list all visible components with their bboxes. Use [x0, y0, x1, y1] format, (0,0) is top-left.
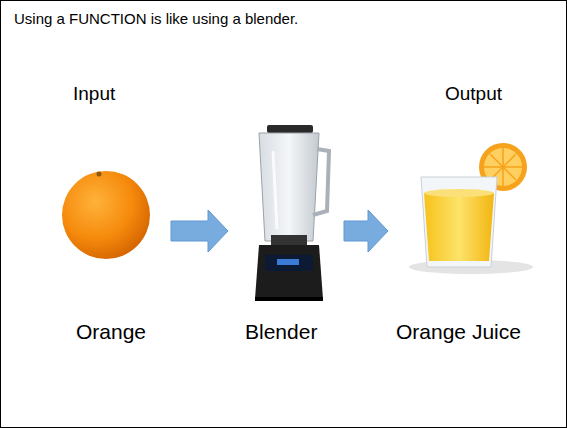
blender-lid: [267, 125, 313, 133]
picture-node: InputOrange: [56, 83, 166, 351]
juice: [424, 193, 494, 261]
blender-display: [277, 259, 299, 265]
item-caption: Blender: [245, 319, 317, 344]
input-heading: Input: [73, 83, 115, 106]
orange-fruit: [62, 171, 150, 259]
blender-base: [255, 245, 323, 299]
item-caption: Orange: [76, 319, 146, 344]
orange-stem: [97, 172, 102, 177]
output-heading: Output: [445, 83, 502, 106]
block-arrow: [171, 210, 228, 252]
item-caption: Orange Juice: [396, 319, 521, 344]
blender-panel: [265, 255, 313, 271]
picture-node: Blender: [233, 83, 339, 351]
blender-jar: [259, 133, 319, 241]
blender-foot: [255, 297, 323, 301]
blender-collar: [271, 235, 307, 245]
blender-handle: [313, 149, 329, 215]
juice-surface: [424, 189, 494, 197]
juice-picture: [409, 143, 533, 274]
jar-shine: [273, 151, 277, 229]
slide-title: Using a FUNCTION is like using a blender…: [14, 10, 298, 28]
picture-node: OutputOrange Juice: [393, 83, 555, 351]
glass: [421, 177, 497, 267]
blender-picture: [255, 125, 329, 301]
orange-picture: [62, 171, 150, 259]
block-arrow: [344, 210, 388, 252]
